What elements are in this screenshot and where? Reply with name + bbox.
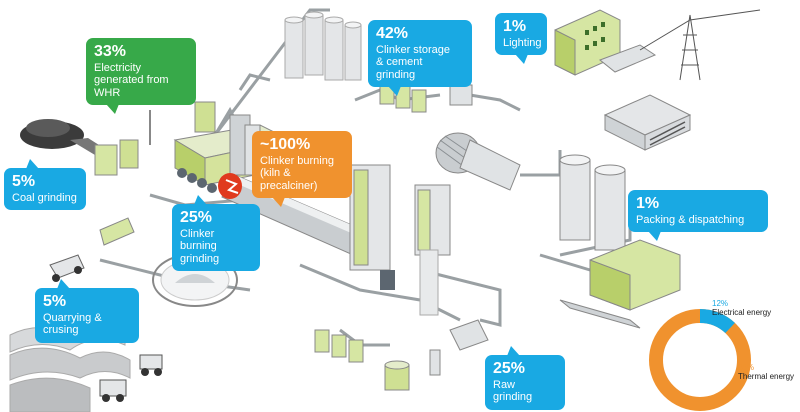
callout-clinker-storage-pct: 42% <box>376 25 409 42</box>
packing-silos <box>559 154 681 329</box>
donut-electrical-pct: 12% <box>712 299 729 308</box>
callout-packing-label: Packing & dispatching <box>636 213 745 226</box>
coal-mill <box>94 110 151 176</box>
callout-whr-label: Electricity generated from WHR <box>94 61 169 99</box>
callout-kiln-label: Clinker burning (kiln & precalciner) <box>260 154 334 192</box>
callout-quarrying-label: Quarrying & crusing <box>43 311 102 337</box>
donut-thermal-label: Thermal energy <box>738 371 795 381</box>
callout-packing: 1% Packing & dispatching <box>628 190 768 242</box>
callout-raw-label: Raw grinding <box>493 378 533 404</box>
lighting-building <box>554 9 657 76</box>
raw-mill-tower <box>349 164 451 316</box>
callout-raw-pct: 25% <box>493 360 526 377</box>
callout-quarrying-pct: 5% <box>43 293 67 310</box>
callout-kiln: ~100% Clinker burning (kiln & precalcine… <box>252 131 352 207</box>
callout-clinker-burning-pct: 25% <box>180 209 213 226</box>
callout-lighting-label: Lighting <box>503 36 542 49</box>
excavators <box>99 354 163 402</box>
callout-coal: 5% Coal grinding <box>4 158 86 211</box>
callout-raw: 25% Raw grinding <box>485 346 565 410</box>
callout-lighting-pct: 1% <box>503 18 527 35</box>
callout-clinker-storage: 42% Clinker storage & cement grinding <box>368 20 472 96</box>
callout-coal-pct: 5% <box>12 173 36 190</box>
donut-electrical-label: Electrical energy <box>712 307 772 317</box>
callout-kiln-pct: ~100% <box>260 136 311 153</box>
callout-quarrying: 5% Quarrying & crusing <box>35 279 139 343</box>
cooling-units <box>603 94 692 151</box>
raw-grinding-units <box>314 319 489 391</box>
callout-lighting: 1% Lighting <box>495 13 547 65</box>
callout-whr: 33% Electricity generated from WHR <box>86 38 196 114</box>
donut-thermal-pct: 88% <box>738 363 755 372</box>
cement-mills <box>379 81 521 191</box>
callout-clinker-burning: 25% Clinker burning grinding <box>172 195 260 271</box>
quarry-truck <box>49 254 85 282</box>
callout-clinker-storage-label: Clinker storage & cement grinding <box>376 43 450 81</box>
callout-coal-label: Coal grinding <box>12 191 77 204</box>
donut-label-electrical: 12% Electrical energy <box>712 299 772 318</box>
callout-clinker-burning-label: Clinker burning grinding <box>180 227 220 265</box>
transmission-tower <box>639 9 761 81</box>
callout-packing-pct: 1% <box>636 195 660 212</box>
silos-top <box>284 11 362 81</box>
coal-pile <box>20 119 110 155</box>
callout-whr-pct: 33% <box>94 43 127 60</box>
donut-label-thermal: 88% Thermal energy <box>738 363 795 382</box>
